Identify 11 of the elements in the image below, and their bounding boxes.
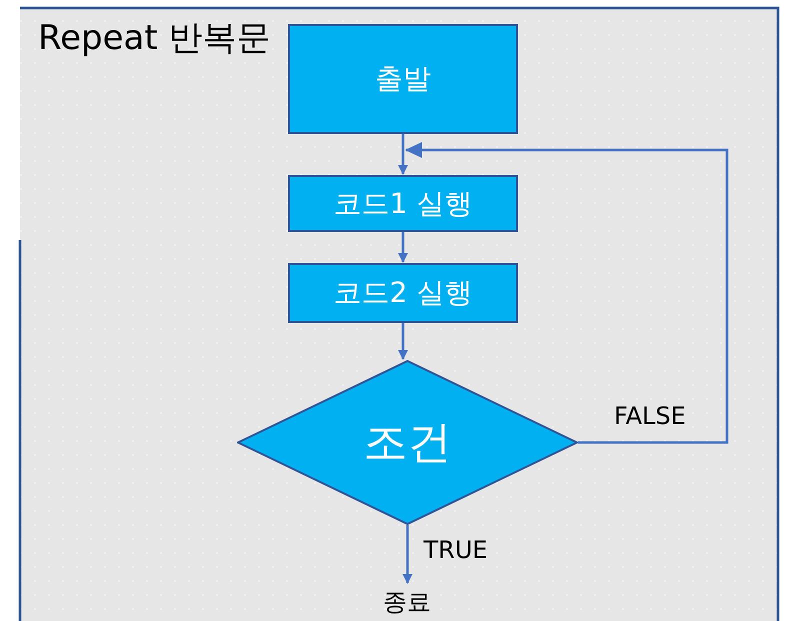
arrow [398, 232, 408, 263]
arrow [398, 323, 408, 360]
process-box: 코드2 실행 [288, 263, 518, 323]
process-box: 코드1 실행 [288, 175, 518, 232]
arrow [402, 525, 412, 584]
decision-diamond: 조건 [237, 360, 578, 525]
start-box: 출발 [288, 24, 518, 134]
arrow [405, 142, 728, 444]
end-text: 종료 [372, 584, 442, 620]
title: Repeat 반복문 [37, 20, 272, 58]
arrow [398, 134, 408, 175]
